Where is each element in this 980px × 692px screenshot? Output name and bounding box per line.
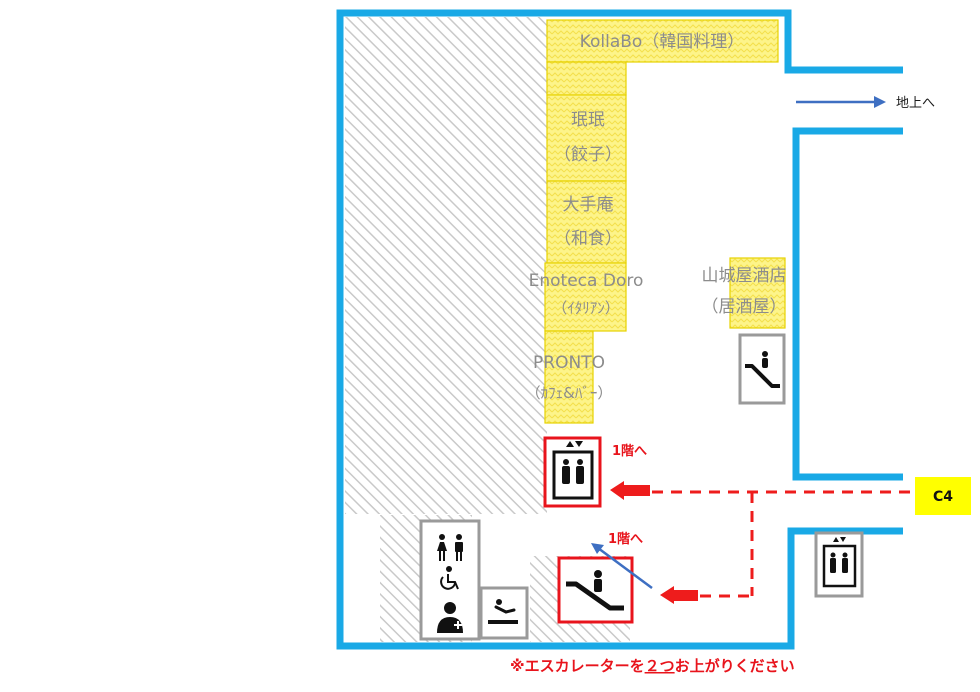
shop-minmin[interactable] [546, 94, 627, 182]
shop-yamashiroya[interactable] [729, 257, 786, 329]
wall-main [336, 9, 903, 650]
shop-otemoan-label: 大手庵 [563, 195, 614, 215]
shop-enoteca[interactable] [544, 262, 627, 332]
elevator-to-1f-label: 1階へ [612, 443, 647, 459]
shop-pronto-genre: （ｶﾌｪ&ﾊﾞｰ） [526, 384, 613, 402]
shop-minmin-genre: （餃子） [554, 145, 622, 165]
wheelchair-icon [440, 566, 459, 590]
to-ground-label: 地上へ [896, 96, 935, 111]
escalator-note-prefix: ※エスカレーターを [510, 657, 645, 675]
hatched-area-west [345, 17, 547, 514]
shop-otemoan-genre: （和食） [554, 229, 622, 249]
nursing-icon [437, 602, 463, 633]
exit-c4-badge[interactable] [915, 477, 971, 515]
shop-otemoan[interactable] [546, 180, 627, 264]
shop-pronto[interactable] [544, 330, 594, 424]
shop-kollabo-ext [546, 61, 627, 96]
escalator-note-suffix: お上がりください [675, 657, 795, 675]
escalator-to-1f-label: 1階へ [608, 531, 643, 547]
shop-yamashiroya-genre: （居酒屋） [702, 297, 787, 317]
route-line [652, 490, 912, 598]
restroom-icon [437, 534, 463, 561]
escalator-note: ※エスカレーターを２つお上がりください [510, 657, 795, 675]
escalator-note-emphasis: ２つ [645, 657, 675, 675]
shop-kollabo-label: KollaBo（韓国料理） [580, 32, 745, 52]
escalator-icon[interactable] [557, 556, 634, 624]
up-arrow [591, 543, 653, 590]
route-arrow-elevator [610, 481, 650, 500]
route-arrow-escalator [660, 586, 698, 604]
elevator-icon[interactable] [814, 531, 864, 598]
smoking-icon[interactable] [479, 586, 529, 640]
shop-enoteca-label: Enoteca Doro [529, 271, 644, 291]
shop-kollabo[interactable] [546, 19, 779, 63]
exit-c4-label: C4 [933, 489, 953, 505]
to-ground-arrow [796, 96, 886, 108]
escalator-icon[interactable] [738, 333, 786, 405]
elevator-icon[interactable] [543, 436, 602, 508]
wall-east [792, 127, 903, 481]
shop-pronto-label: PRONTO [533, 353, 605, 373]
shop-yamashiroya-label: 山城屋酒店 [702, 266, 787, 286]
shop-enoteca-genre: （ｲﾀﾘｱﾝ） [552, 299, 620, 317]
shop-minmin-label: 珉珉 [571, 110, 605, 130]
